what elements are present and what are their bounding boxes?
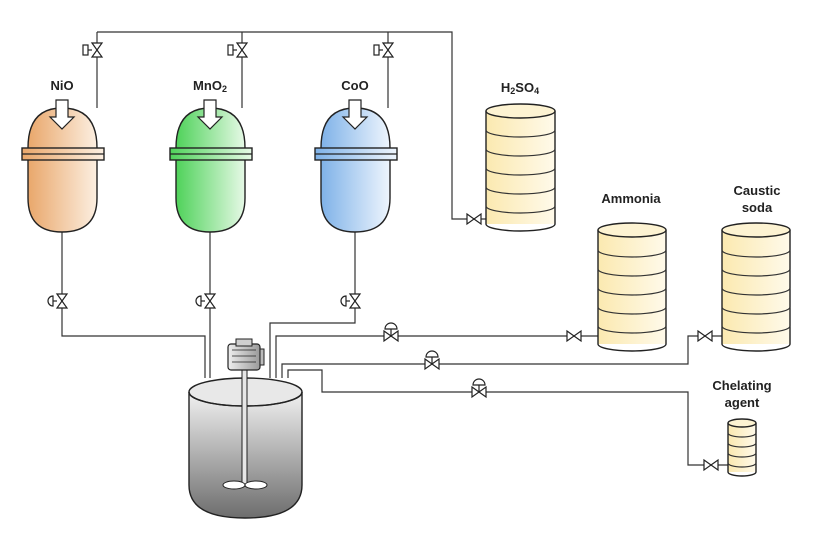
control-valve-caustic [424,350,440,371]
tank-h2so4-label: H2SO4 [501,80,539,96]
valve-nio-bottom [47,293,69,309]
reactor-mno2-label: MnO2 [193,78,227,94]
control-valve-ammonia [383,322,399,343]
valve-caustic [697,329,713,343]
tank-ammonia-label: Ammonia [601,191,661,206]
valves [47,42,719,472]
valve-coo-bottom [340,293,362,309]
valve-mno2-bottom [195,293,217,309]
reactor-coo: CoO [314,78,398,233]
valve-ammonia [566,329,582,343]
tank-h2so4: H2SO4 [485,80,556,232]
tank-caustic-soda: Caustic soda [721,183,791,352]
valve-nio-top [82,42,104,58]
reactor-nio: NiO [21,78,105,233]
tank-ammonia: Ammonia [597,191,667,352]
control-valve-chelating [471,378,487,399]
reactor-coo-label: CoO [341,78,368,93]
feed-arrow-icon [48,99,76,130]
reactor-mno2: MnO2 [169,78,253,233]
feed-arrow-icon [341,99,369,130]
feed-arrow-icon [196,99,224,130]
tank-caustic-label-line2: soda [742,200,773,215]
motor-icon [227,338,265,371]
valve-chelating [703,458,719,472]
reactor-nio-label: NiO [50,78,73,93]
valve-mno2-top [227,42,249,58]
valve-coo-top [373,42,395,58]
tank-caustic-label-line1: Caustic [734,183,781,198]
tank-chelating-label-line1: Chelating [712,378,771,393]
agitator [222,338,268,490]
tank-chelating-agent: Chelating agent [712,378,772,477]
valve-h2so4 [466,212,482,226]
tank-chelating-label-line2: agent [725,395,760,410]
